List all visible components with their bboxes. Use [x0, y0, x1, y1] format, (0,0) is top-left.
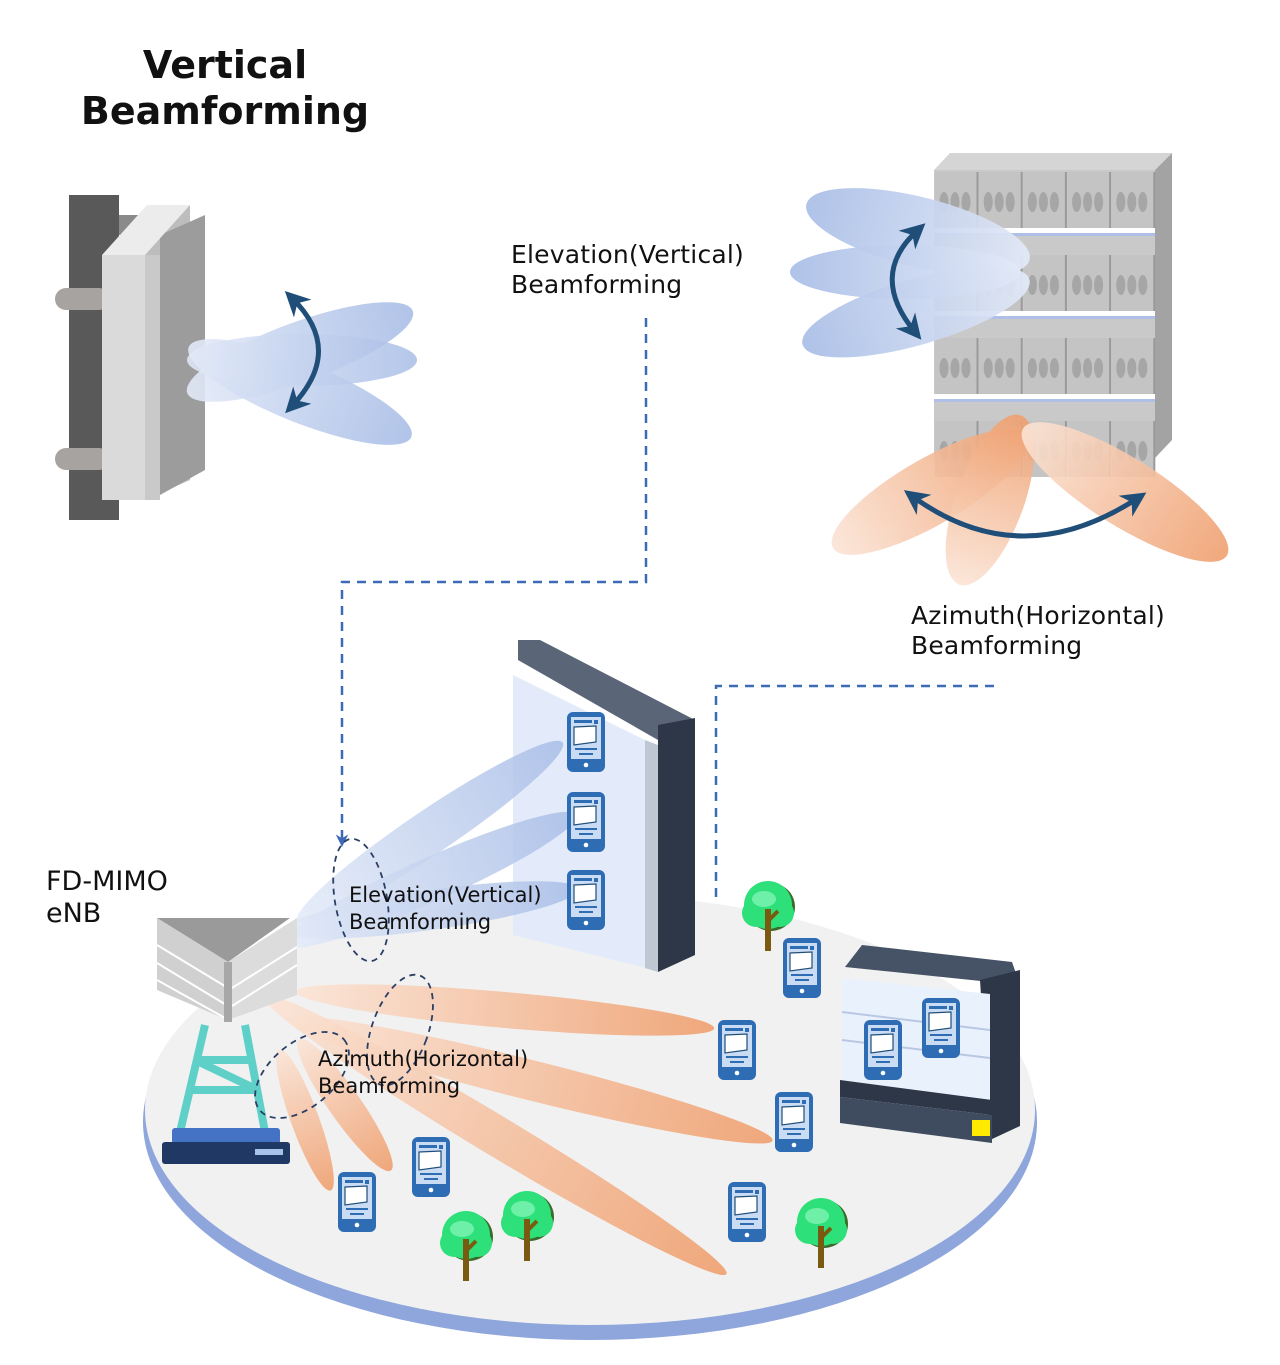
- page-title: Vertical Beamforming: [75, 42, 375, 135]
- door-yellow: [972, 1120, 990, 1136]
- azimuth-label-scene-line-1: Azimuth(Horizontal): [318, 1047, 529, 1071]
- elevation-arrow-icon: [284, 290, 321, 414]
- azimuth-arrow-icon: [903, 490, 1147, 539]
- azimuth-label-top-line-1: Azimuth(Horizontal): [911, 601, 1165, 630]
- fd-mimo-enb-tower: [156, 918, 298, 1164]
- mobile-phone-icon: [412, 1137, 450, 1197]
- azimuth-beams-right: [831, 414, 1229, 586]
- azimuth-label-top: Azimuth(Horizontal) Beamforming: [911, 601, 1165, 661]
- mount-bracket-top: [55, 288, 110, 310]
- tree-icon: [501, 1191, 554, 1261]
- mobile-phone-icon: [775, 1092, 813, 1152]
- azimuth-callout-ellipse-1: [366, 973, 434, 1087]
- tree-icon: [742, 881, 795, 951]
- elevation-beams-right: [790, 188, 1030, 358]
- mobile-phone-icon: [338, 1172, 376, 1232]
- azimuth-label-top-line-2: Beamforming: [911, 631, 1083, 660]
- mobile-phone-icon: [864, 1020, 902, 1080]
- enb-label: FD-MIMO eNB: [46, 866, 168, 931]
- elevation-label-scene: Elevation(Vertical) Beamforming: [349, 882, 542, 937]
- antenna-panel: [102, 255, 145, 500]
- mount-bracket-bottom: [55, 448, 110, 470]
- user-devices: [338, 712, 960, 1242]
- mobile-phone-icon: [567, 870, 605, 930]
- vertical-beams-left: [186, 290, 417, 445]
- elevation-label-scene-line-1: Elevation(Vertical): [349, 883, 542, 907]
- vertical-antenna-illustration: [55, 195, 205, 520]
- elevation-connector-line: [335, 318, 648, 847]
- elevation-label-top-line-1: Elevation(Vertical): [511, 240, 745, 269]
- scene-azimuth-beams: [263, 984, 773, 1276]
- elevation-callout-ellipse: [332, 837, 390, 963]
- trees: [440, 881, 848, 1281]
- scene-elevation-beams: [281, 740, 579, 949]
- azimuth-label-scene: Azimuth(Horizontal) Beamforming: [318, 1046, 528, 1101]
- elevation-label-scene-line-2: Beamforming: [349, 910, 492, 935]
- azimuth-label-scene-line-2: Beamforming: [318, 1074, 461, 1099]
- title-line-1: Vertical: [142, 43, 308, 87]
- mobile-phone-icon: [718, 1020, 756, 1080]
- tree-icon: [795, 1198, 848, 1268]
- mobile-phone-icon: [922, 998, 960, 1058]
- enb-label-line-2: eNB: [46, 898, 102, 930]
- elevation-label-top: Elevation(Vertical) Beamforming: [511, 240, 744, 300]
- mobile-phone-icon: [783, 938, 821, 998]
- mobile-phone-icon: [567, 712, 605, 772]
- title-line-2: Beamforming: [80, 89, 370, 134]
- mobile-phone-icon: [567, 792, 605, 852]
- azimuth-callout-ellipse-2: [254, 1031, 350, 1119]
- mobile-phone-icon: [728, 1182, 766, 1242]
- elevation-label-top-line-2: Beamforming: [511, 270, 683, 299]
- enb-label-line-1: FD-MIMO: [46, 866, 168, 897]
- tree-icon: [440, 1211, 493, 1281]
- elevation-arrow-icon-right: [889, 223, 926, 340]
